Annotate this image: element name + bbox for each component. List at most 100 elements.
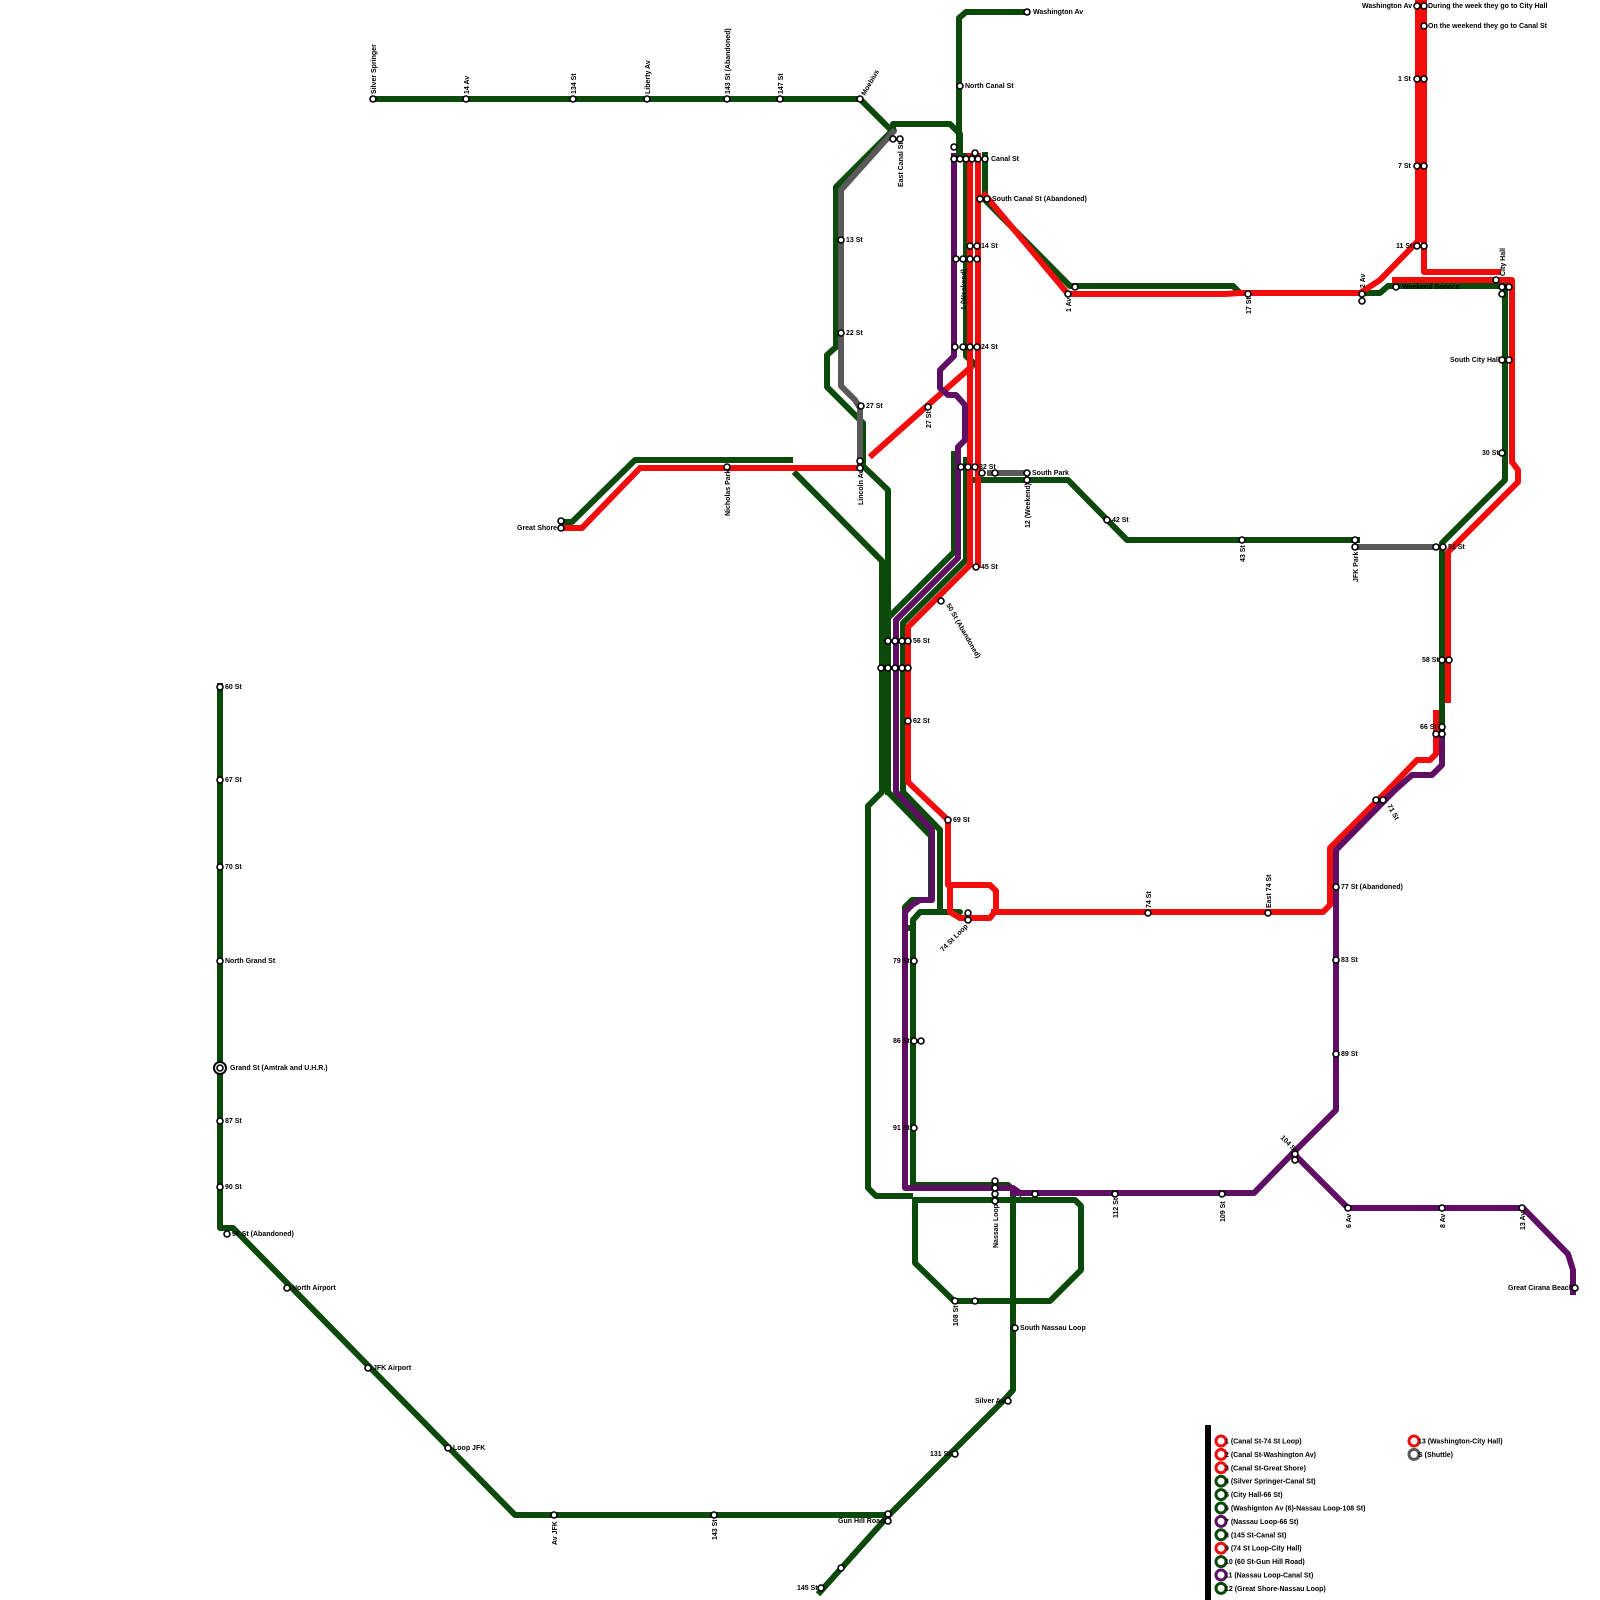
station-dot[interactable]: [965, 464, 971, 470]
station-dot[interactable]: [1506, 357, 1512, 363]
station-dot[interactable]: [724, 96, 730, 102]
station-dot[interactable]: [463, 96, 469, 102]
station-dot[interactable]: [1446, 657, 1452, 663]
station-dot[interactable]: [992, 1198, 998, 1204]
station-dot[interactable]: [445, 1445, 451, 1451]
station-dot[interactable]: [982, 156, 988, 162]
station-dot[interactable]: [938, 598, 944, 604]
station-dot[interactable]: [958, 464, 964, 470]
station-dot[interactable]: [905, 718, 911, 724]
station-dot[interactable]: [724, 464, 730, 470]
station-dot[interactable]: [1421, 76, 1427, 82]
station-dot[interactable]: [1024, 470, 1030, 476]
station-dot[interactable]: [1024, 477, 1030, 483]
station-dot[interactable]: [984, 196, 990, 202]
station-dot[interactable]: [945, 817, 951, 823]
station-dot[interactable]: [967, 256, 973, 262]
station-dot[interactable]: [960, 344, 966, 350]
station-dot[interactable]: [1421, 243, 1427, 249]
station-dot[interactable]: [1112, 1191, 1118, 1197]
station-dot[interactable]: [1506, 284, 1512, 290]
station-dot[interactable]: [1005, 1398, 1011, 1404]
station-dot[interactable]: [551, 1512, 557, 1518]
station-dot[interactable]: [975, 156, 981, 162]
station-dot[interactable]: [992, 1178, 998, 1184]
station-dot[interactable]: [951, 144, 957, 150]
station-dot[interactable]: [1292, 1157, 1298, 1163]
station-dot[interactable]: [1433, 544, 1439, 550]
station-dot[interactable]: [217, 1184, 223, 1190]
station-dot[interactable]: [899, 638, 905, 644]
station-dot[interactable]: [1333, 884, 1339, 890]
station-dot[interactable]: [1352, 544, 1358, 550]
station-dot[interactable]: [899, 665, 905, 671]
station-dot[interactable]: [1239, 537, 1245, 543]
station-dot[interactable]: [977, 196, 983, 202]
station-dot[interactable]: [838, 330, 844, 336]
station-dot[interactable]: [957, 156, 963, 162]
station-dot[interactable]: [992, 1191, 998, 1197]
station-dot[interactable]: [1421, 3, 1427, 9]
station-dot[interactable]: [1499, 284, 1505, 290]
station-dot[interactable]: [965, 910, 971, 916]
station-dot[interactable]: [1393, 284, 1399, 290]
station-dot[interactable]: [1352, 537, 1358, 543]
station-dot[interactable]: [558, 525, 564, 531]
station-dot[interactable]: [284, 1285, 290, 1291]
station-dot[interactable]: [952, 344, 958, 350]
station-dot[interactable]: [217, 777, 223, 783]
station-dot[interactable]: [1499, 450, 1505, 456]
station-dot[interactable]: [857, 458, 863, 464]
station-dot[interactable]: [1433, 731, 1439, 737]
station-dot[interactable]: [224, 1231, 230, 1237]
station-dot[interactable]: [1439, 657, 1445, 663]
station-dot[interactable]: [967, 243, 973, 249]
station-dot[interactable]: [1245, 291, 1251, 297]
station-dot[interactable]: [1359, 291, 1365, 297]
station-dot[interactable]: [838, 237, 844, 243]
station-dot[interactable]: [974, 344, 980, 350]
station-dot[interactable]: [1380, 797, 1386, 803]
station-dot[interactable]: [1499, 357, 1505, 363]
station-dot[interactable]: [897, 136, 903, 142]
station-dot[interactable]: [217, 1118, 223, 1124]
station-dot[interactable]: [1219, 1191, 1225, 1197]
station-dot[interactable]: [911, 1125, 917, 1131]
station-dot[interactable]: [777, 96, 783, 102]
station-dot[interactable]: [1414, 163, 1420, 169]
station-dot[interactable]: [911, 958, 917, 964]
station-dot[interactable]: [1065, 291, 1071, 297]
station-dot[interactable]: [1373, 797, 1379, 803]
station-dot[interactable]: [890, 136, 896, 142]
station-dot[interactable]: [1012, 1325, 1018, 1331]
station-dot[interactable]: [217, 684, 223, 690]
station-dot[interactable]: [963, 156, 969, 162]
station-dot[interactable]: [1440, 544, 1446, 550]
station-dot[interactable]: [972, 1298, 978, 1304]
station-dot[interactable]: [1145, 910, 1151, 916]
station-dot[interactable]: [885, 665, 891, 671]
station-dot[interactable]: [905, 638, 911, 644]
station-dot[interactable]: [217, 958, 223, 964]
station-dot[interactable]: [892, 665, 898, 671]
station-dot[interactable]: [1265, 910, 1271, 916]
station-dot[interactable]: [974, 256, 980, 262]
station-dot[interactable]: [957, 83, 963, 89]
station-dot[interactable]: [1072, 284, 1078, 290]
station-dot[interactable]: [885, 1511, 891, 1517]
station-dot[interactable]: [973, 564, 979, 570]
station-dot[interactable]: [952, 1451, 958, 1457]
station-dot[interactable]: [972, 150, 978, 156]
station-dot[interactable]: [967, 344, 973, 350]
station-dot[interactable]: [885, 1518, 891, 1524]
station-dot[interactable]: [892, 638, 898, 644]
station-dot[interactable]: [1421, 23, 1427, 29]
station-dot[interactable]: [1024, 9, 1030, 15]
station-dot[interactable]: [818, 1585, 824, 1591]
station-dot[interactable]: [1414, 76, 1420, 82]
station-dot[interactable]: [1333, 957, 1339, 963]
station-dot[interactable]: [1493, 277, 1499, 283]
station-dot[interactable]: [952, 1298, 958, 1304]
station-dot[interactable]: [644, 96, 650, 102]
station-dot[interactable]: [885, 638, 891, 644]
